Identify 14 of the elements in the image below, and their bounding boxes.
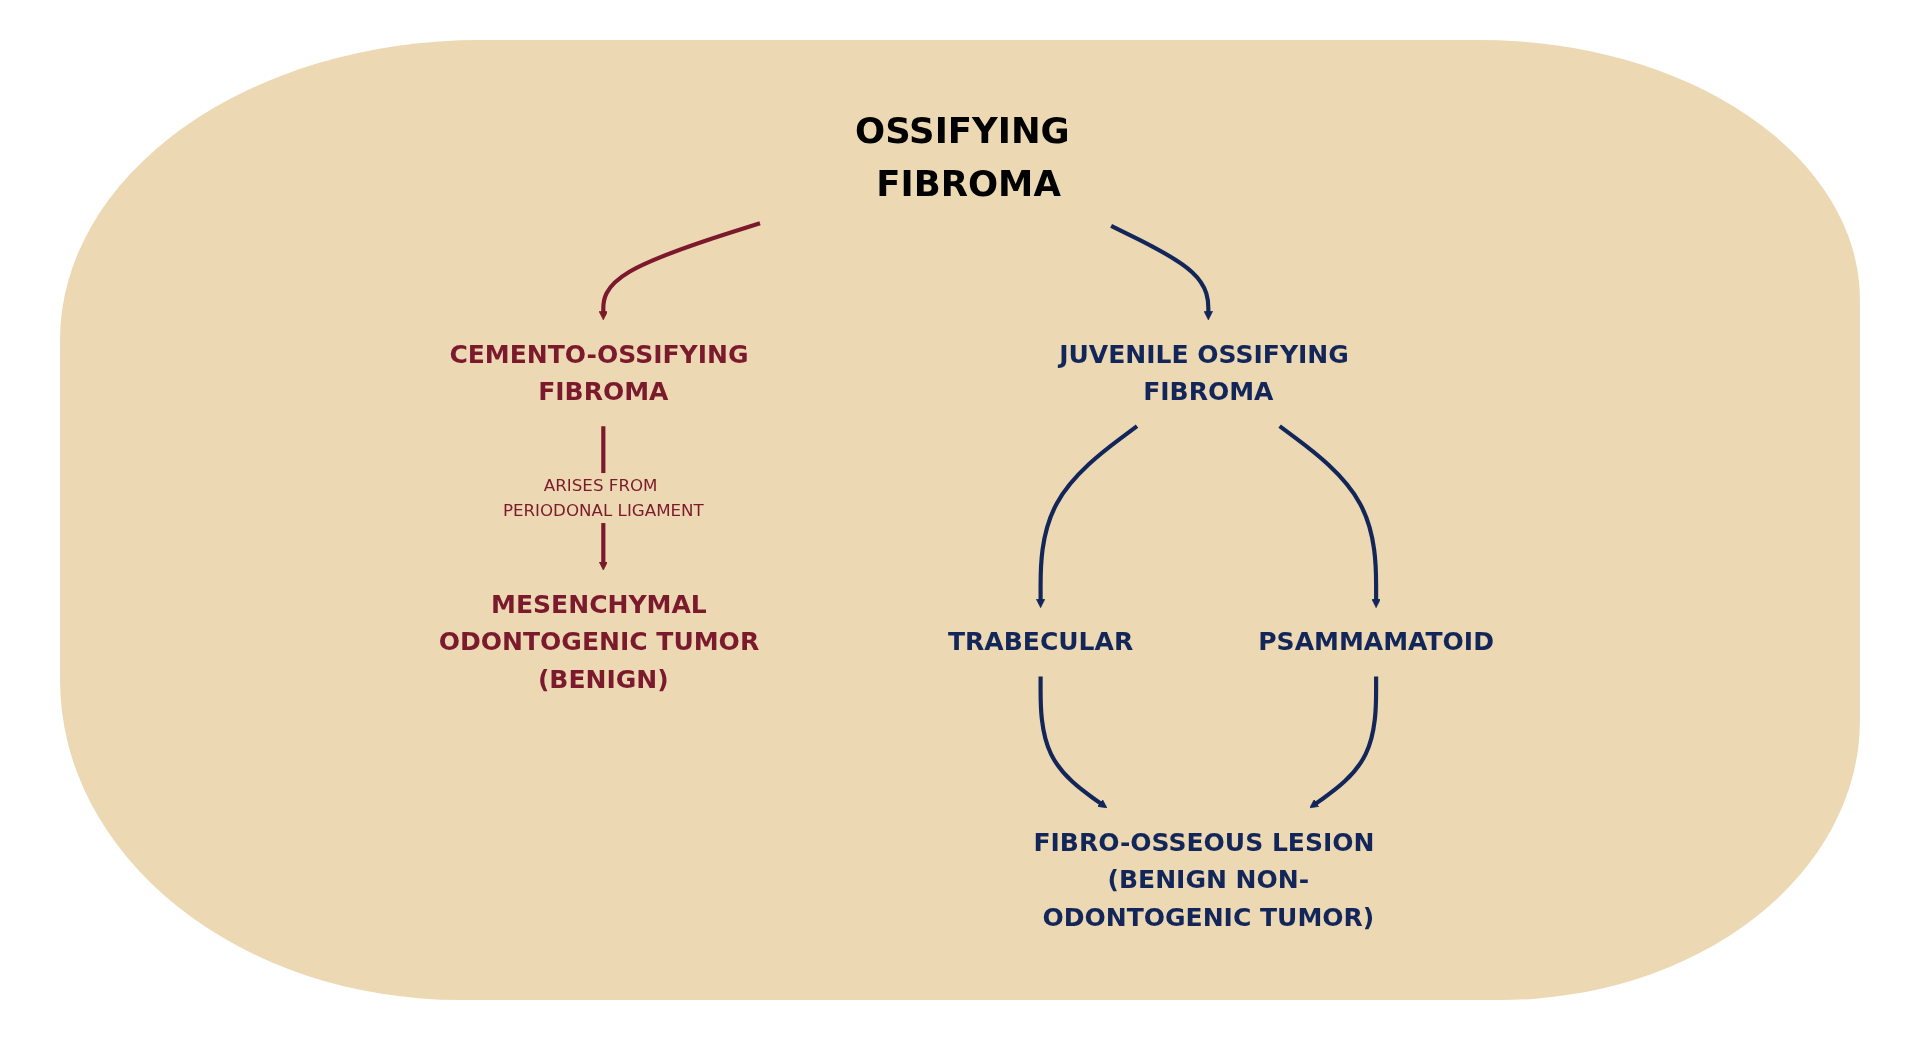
node-text: MESENCHYMAL ODONTOGENIC TUMOR (BENIGN) xyxy=(438,589,760,695)
arrow xyxy=(1036,424,1139,608)
arrow xyxy=(1110,224,1213,321)
node-text: TRABECULAR xyxy=(948,627,1134,657)
node-text: PSAMMAMATOID xyxy=(1258,627,1494,657)
background-blob: ARISES FROM PERIODONAL LIGAMENT OSSIFYING FIBROMA CEMENTO-OSSIFYING FIBROMA JUVENILE OSSIFYING FIBROMA MESENCHYMAL ODONTOGENIC TUMOR (BENIGN) TRABECULAR PSAMMAMATOID FIBRO-OSSEOUS LESION (BENIGN NON-ODONTOGENIC TUMOR) xyxy=(60,40,1860,1000)
node-text: JUVENILE OSSIFYING FIBROMA xyxy=(1059,339,1349,407)
node-text: CEMENTO-OSSIFYING FIBROMA xyxy=(449,339,749,407)
node-text: FIBRO-OSSEOUS LESION (BENIGN NON-ODONTOGENIC TUMOR) xyxy=(1033,827,1375,932)
arrow xyxy=(1038,676,1108,809)
arrow xyxy=(1278,424,1381,608)
node-text: OSSIFYING FIBROMA xyxy=(855,109,1070,205)
arrow xyxy=(598,221,761,321)
arrow xyxy=(1309,676,1379,809)
